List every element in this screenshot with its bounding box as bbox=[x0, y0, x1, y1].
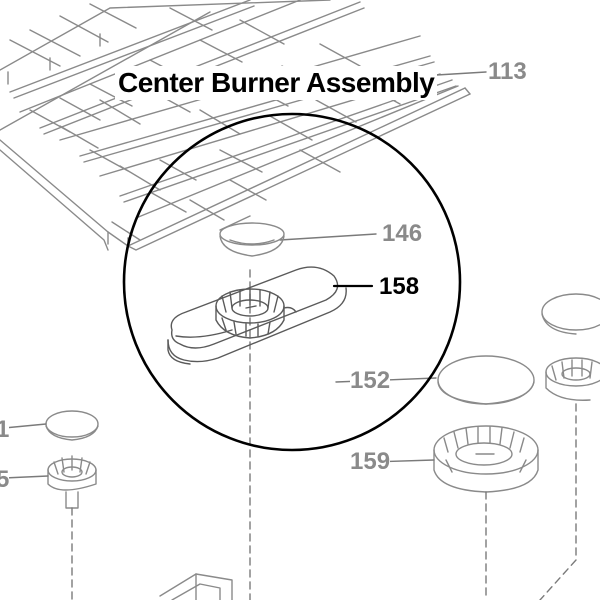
right-burner-cap-illustration bbox=[437, 355, 535, 405]
callout-left-cap-partial[interactable]: 1 bbox=[0, 416, 10, 444]
callout-left-burner-partial[interactable]: 5 bbox=[0, 466, 10, 494]
callout-159[interactable]: 159 bbox=[350, 448, 391, 476]
far-right-burner-illustration bbox=[545, 357, 600, 401]
left-burner-cap-illustration bbox=[45, 410, 99, 441]
diagram-title: Center Burner Assembly bbox=[115, 66, 438, 100]
center-burner-cap-illustration bbox=[219, 222, 285, 257]
center-burner-illustration bbox=[167, 266, 347, 365]
right-burner-illustration bbox=[433, 425, 539, 493]
valve-bracket-illustration bbox=[159, 573, 233, 600]
focus-circle bbox=[122, 112, 462, 452]
callout-113[interactable]: 113 bbox=[488, 58, 527, 86]
callout-158[interactable]: 158 bbox=[379, 273, 420, 301]
callout-146[interactable]: 146 bbox=[382, 220, 423, 248]
left-burner-illustration bbox=[47, 455, 97, 509]
callout-152[interactable]: 152 bbox=[350, 367, 391, 395]
assembly-dash-lines bbox=[71, 269, 577, 600]
far-right-cap-illustration bbox=[541, 293, 600, 335]
